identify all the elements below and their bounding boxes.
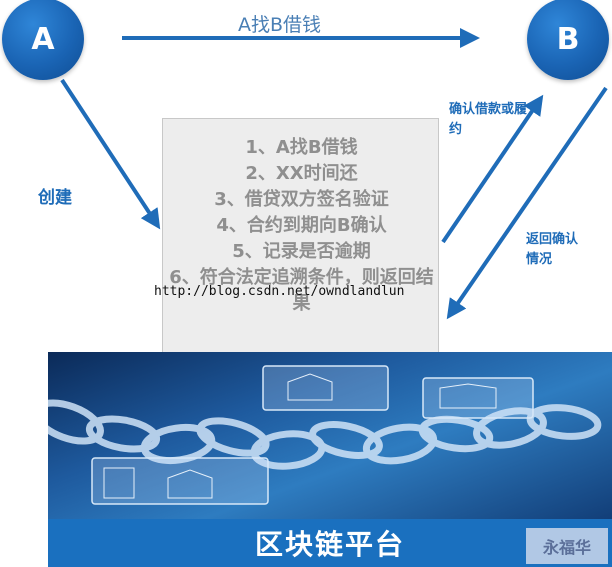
arrow-b-to-platform <box>446 86 608 320</box>
step-item: 5、记录是否逾期 <box>232 241 371 262</box>
step-item: 2、XX时间还 <box>245 163 358 184</box>
logo-stamp: 永福华 <box>526 528 608 564</box>
arrow-label-confirm: 确认借款或履约 <box>449 102 528 137</box>
step-item: 4、合约到期向B确认 <box>216 215 387 236</box>
arrow-label-create: 创建 <box>38 188 72 208</box>
watermark-url: http://blog.csdn.net/owndlandlun <box>154 284 405 299</box>
arrow-a-to-platform <box>60 78 161 230</box>
arrow-platform-to-b <box>441 94 544 244</box>
step-item: 1、A找B借钱 <box>245 137 358 158</box>
contract-steps-list: 1、A找B借钱 2、XX时间还 3、借贷双方签名验证 4、合约到期向B确认 5、… <box>163 135 440 317</box>
node-b: B <box>527 0 609 80</box>
contract-steps-box: 1、A找B借钱 2、XX时间还 3、借贷双方签名验证 4、合约到期向B确认 5、… <box>162 118 439 354</box>
arrow-label-return: 返回确认情况 <box>526 232 579 267</box>
platform-title: 区块链平台 <box>254 528 405 561</box>
chain-illustration <box>48 365 602 505</box>
blockchain-image <box>48 352 612 519</box>
arrow-label-borrow: A找B借钱 <box>238 14 322 36</box>
logo-text: 永福华 <box>542 538 591 557</box>
step-item: 3、借贷双方签名验证 <box>214 189 389 210</box>
platform-bar: 区块链平台 <box>48 519 612 567</box>
node-a: A <box>2 0 84 80</box>
step-item: 6、符合法定追溯条件，则返回结果 <box>169 267 434 314</box>
